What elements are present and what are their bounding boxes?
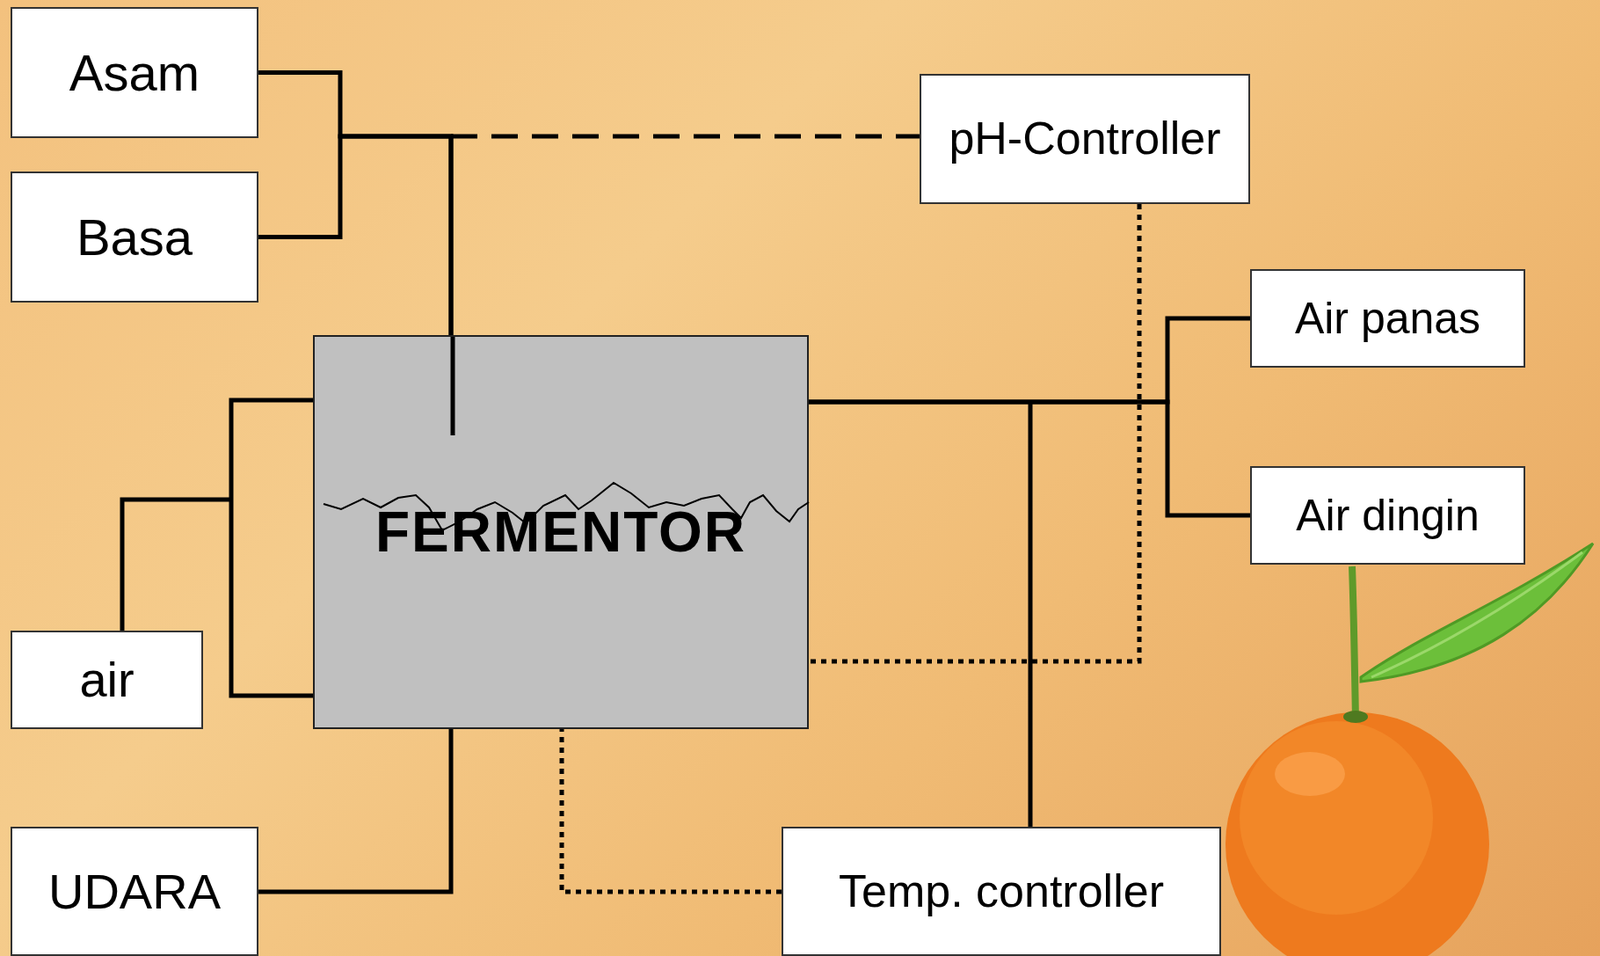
controller-box: pH-Controller: [919, 73, 1251, 204]
connector: [258, 728, 451, 892]
node-label: pH-Controller: [948, 113, 1221, 164]
input-box: Air panas: [1250, 269, 1526, 368]
input-box: air: [10, 630, 204, 729]
node-label: Air panas: [1294, 294, 1481, 343]
connector: [561, 728, 782, 892]
input-box: Basa: [10, 171, 259, 303]
connector: [258, 72, 451, 336]
node-label: air: [79, 652, 134, 707]
controller-box: Temp. controller: [781, 826, 1222, 956]
control-signal-line: [450, 134, 920, 139]
node-label: UDARA: [48, 864, 221, 919]
node-label: Temp. controller: [838, 865, 1164, 917]
input-box: UDARA: [10, 826, 259, 956]
control-wire: [1028, 401, 1033, 827]
input-box: Asam: [10, 7, 259, 139]
connector: [808, 203, 1140, 662]
orange-illustration: [1225, 543, 1593, 956]
input-box: Air dingin: [1250, 465, 1526, 565]
fermentor-vessel: FERMENTOR: [312, 334, 809, 729]
node-label: Air dingin: [1295, 491, 1479, 540]
node-label: Basa: [76, 209, 193, 266]
connector: [258, 136, 451, 335]
node-label: Asam: [69, 44, 200, 102]
connector: [808, 318, 1251, 402]
node-label: FERMENTOR: [375, 501, 747, 563]
connector: [808, 401, 1251, 516]
probe-pipe: [450, 336, 456, 436]
